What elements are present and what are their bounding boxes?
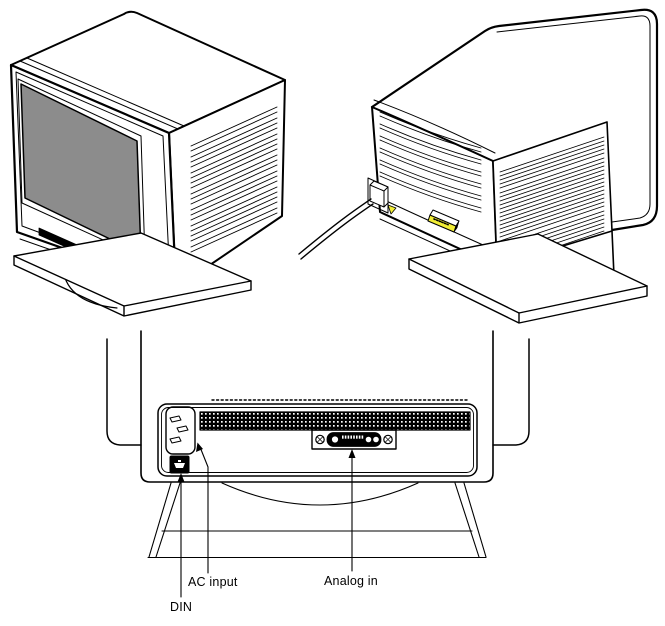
monitor-base — [13, 232, 252, 317]
bezel-right-edge — [492, 338, 530, 446]
power-cord — [298, 198, 374, 260]
analog-in-arrow — [348, 449, 356, 572]
front-bezel-inner-line — [496, 15, 651, 223]
monitor-front-view — [9, 10, 286, 317]
connector-panel — [157, 403, 478, 477]
bezel-front-edge — [611, 230, 615, 277]
rear-housing-outline — [140, 330, 494, 483]
analog-connector-rear — [427, 209, 460, 233]
din-connector — [169, 455, 190, 474]
cabinet-top-face — [10, 10, 286, 134]
swivel-ball-arc — [221, 482, 419, 506]
power-plug — [369, 180, 389, 208]
side-vent-grille — [190, 106, 278, 253]
ac-input-label: AC input — [188, 575, 238, 589]
ac-input-arrow — [196, 442, 209, 574]
monitor-base — [408, 233, 648, 324]
din-label: DIN — [170, 600, 193, 614]
rear-panel-close-up — [106, 330, 530, 598]
stand-base — [147, 482, 487, 559]
callout-arrows — [177, 442, 356, 598]
ac-plug-and-cord — [298, 177, 397, 260]
cabinet-top-silhouette — [370, 8, 659, 232]
analog-13w3-connector — [311, 429, 397, 450]
analog-in-label: Analog in — [324, 574, 378, 588]
bezel-top-band — [19, 57, 185, 130]
bezel-left-edge — [106, 338, 142, 446]
din-arrow — [177, 473, 185, 598]
vent-mesh-strip — [199, 411, 471, 431]
ac-power-inlet — [165, 406, 196, 455]
yellow-marker-triangle — [387, 204, 397, 215]
connector-panel-inner — [161, 407, 474, 473]
monitor-rear-view — [298, 8, 659, 324]
top-shoulder-crease — [373, 99, 496, 154]
rear-face — [371, 106, 498, 267]
rear-vent-slots — [379, 111, 482, 213]
